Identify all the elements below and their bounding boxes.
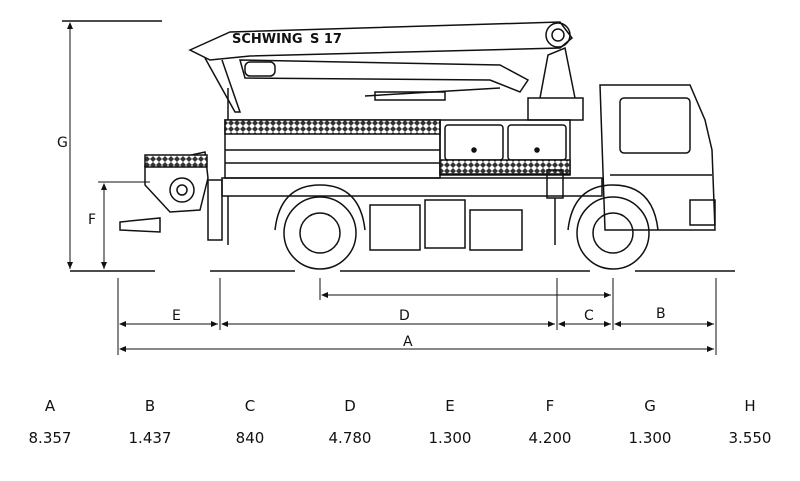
front-fender — [567, 184, 659, 231]
spec-header-row: A B C D E F G H — [0, 390, 800, 422]
spec-header-h: H — [744, 397, 756, 415]
fuel-tank — [424, 199, 466, 249]
hopper-agitator — [169, 177, 195, 203]
boom-cylinder — [244, 61, 276, 77]
spec-value-a: 8.357 — [28, 429, 72, 447]
spec-value-e: 1.300 — [428, 429, 472, 447]
spec-header-d: D — [344, 397, 356, 415]
chassis-frame — [221, 177, 603, 197]
boom-model-text: S 17 — [310, 32, 342, 47]
boom-hydraulic — [374, 91, 446, 101]
side-toolbox — [369, 204, 421, 251]
dim-label-g: G — [57, 135, 68, 151]
spec-value-h: 3.550 — [728, 429, 772, 447]
dimension-spec-table: A B C D E F G H 8.357 1.437 840 4.780 1.… — [0, 390, 800, 454]
hopper-agitator-hub — [176, 184, 188, 196]
rear-outlet — [119, 217, 161, 233]
boom-second-arm — [239, 59, 530, 93]
hopper-grate — [144, 154, 208, 168]
rear-wheel-hub — [299, 212, 341, 254]
locker-checker — [439, 159, 571, 175]
locker-handle-2 — [534, 147, 540, 153]
checker-plate-top — [224, 119, 441, 135]
boom-pillar — [539, 46, 576, 99]
truck-dimension-drawing: SCHWING S 17 A B C D E F G — [57, 20, 735, 355]
spec-value-c: 840 — [235, 429, 265, 447]
spec-header-g: G — [644, 397, 656, 415]
spec-header-e: E — [445, 397, 455, 415]
locker-door-2 — [507, 124, 567, 161]
boom-pivot-inner — [551, 28, 565, 42]
dim-label-f: F — [88, 212, 96, 228]
boom-folding-arm — [204, 57, 242, 113]
dim-label-a: A — [403, 334, 413, 350]
spec-header-b: B — [144, 397, 156, 415]
spec-value-f: 4.200 — [528, 429, 572, 447]
spec-value-g: 1.300 — [628, 429, 672, 447]
spec-value-b: 1.437 — [128, 429, 172, 447]
spec-value-row: 8.357 1.437 840 4.780 1.300 4.200 1.300 … — [0, 422, 800, 454]
cab-window — [619, 97, 691, 154]
dim-label-e: E — [172, 308, 181, 324]
battery-box — [469, 209, 523, 251]
dim-label-c: C — [584, 308, 594, 324]
cab-bumper — [689, 199, 716, 226]
spec-header-f: F — [545, 397, 555, 415]
rear-fender — [274, 184, 366, 231]
spec-header-a: A — [44, 397, 56, 415]
locker-door-1 — [444, 124, 504, 161]
concrete-hopper — [144, 151, 209, 213]
boom-pivot — [545, 22, 571, 48]
dim-label-b: B — [656, 306, 666, 322]
front-wheel — [576, 196, 650, 270]
spec-header-c: C — [244, 397, 256, 415]
boom-turret — [527, 97, 584, 121]
front-wheel-hub — [592, 212, 634, 254]
truck-cab — [599, 84, 716, 231]
rear-wheel — [283, 196, 357, 270]
dim-label-d: D — [399, 308, 410, 324]
locker-handle-1 — [471, 147, 477, 153]
storage-lockers — [439, 119, 571, 176]
rear-outrigger — [207, 179, 223, 241]
boom-brand-text: SCHWING — [232, 32, 303, 47]
spec-value-d: 4.780 — [328, 429, 372, 447]
